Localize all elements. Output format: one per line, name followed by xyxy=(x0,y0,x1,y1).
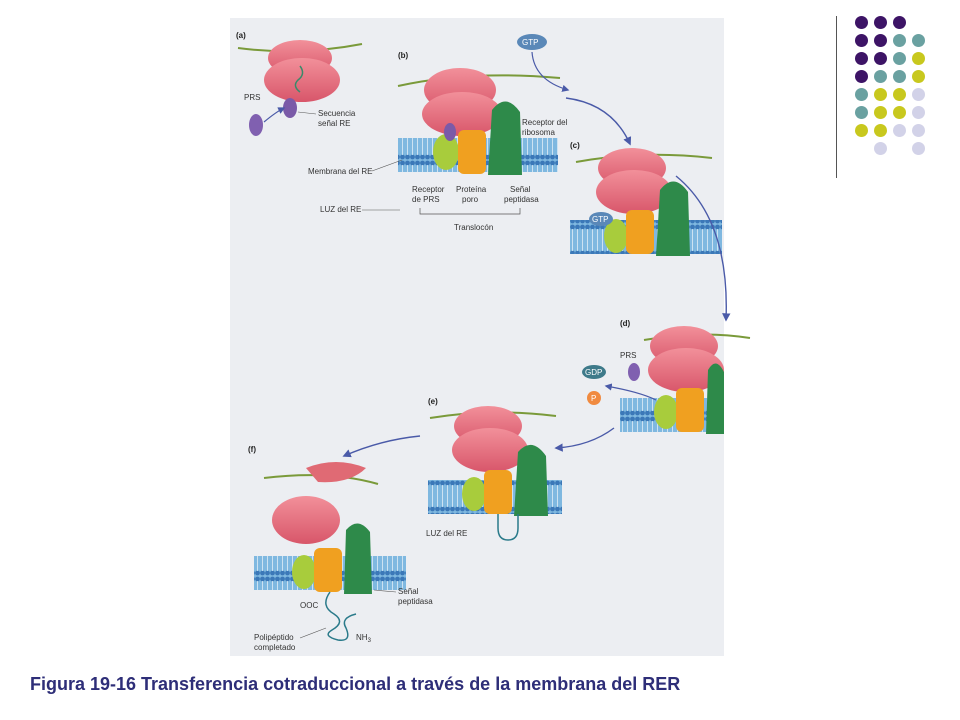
prs-receptor-b xyxy=(433,134,459,170)
label-ribosome-receptor-2: ribosoma xyxy=(522,128,555,137)
signal-sequence-shape xyxy=(283,98,297,118)
panel-label-b: (b) xyxy=(398,51,409,60)
label-ooc: OOC xyxy=(300,601,318,610)
decor-dot xyxy=(874,70,887,83)
decor-dot xyxy=(912,106,925,119)
figure-caption: Figura 19-16 Transferencia cotraducciona… xyxy=(30,674,681,694)
completed-polypeptide xyxy=(325,591,357,641)
label-ribosome-receptor-1: Receptor del xyxy=(522,118,568,127)
decor-dot xyxy=(874,106,887,119)
decor-dot xyxy=(855,106,868,119)
label-signal-f-1: Señal xyxy=(398,587,419,596)
label-signal-seq-1: Secuencia xyxy=(318,109,356,118)
small-subunit-f xyxy=(272,496,340,544)
decor-dot xyxy=(855,124,868,137)
label-pore-1: Proteína xyxy=(456,185,487,194)
label-prs-d: PRS xyxy=(620,351,636,360)
label-polypeptide-2: completado xyxy=(254,643,296,652)
polypeptide-loop-e xyxy=(497,514,519,541)
phosphate-bubble xyxy=(587,391,601,405)
label-gtp-c: GTP xyxy=(592,215,608,224)
decor-dot xyxy=(912,34,925,47)
label-pore-2: poro xyxy=(462,195,479,204)
decor-dot xyxy=(855,16,868,29)
nascent-chain xyxy=(294,65,304,93)
decor-dot xyxy=(912,70,925,83)
label-p: P xyxy=(591,394,596,403)
label-prs-receptor-1: Receptor xyxy=(412,185,445,194)
panel-label-c: (c) xyxy=(570,141,580,150)
decor-dot xyxy=(893,88,906,101)
label-prs-receptor-2: de PRS xyxy=(412,195,440,204)
decor-dot xyxy=(855,34,868,47)
label-polypeptide-1: Polipéptido xyxy=(254,633,294,642)
label-gtp-top: GTP xyxy=(522,38,538,47)
decor-dot xyxy=(893,106,906,119)
decor-dot xyxy=(893,52,906,65)
decor-dot xyxy=(893,124,906,137)
decor-dot xyxy=(874,88,887,101)
label-signal-peptidase-2: peptidasa xyxy=(504,195,539,204)
decor-dot xyxy=(893,34,906,47)
panel-label-e: (e) xyxy=(428,397,438,406)
decor-dot xyxy=(912,142,925,155)
large-subunit-released xyxy=(306,462,366,483)
decor-dot xyxy=(874,124,887,137)
decor-dot xyxy=(912,124,925,137)
label-nh3: NH3 xyxy=(356,633,372,644)
label-translocon: Translocón xyxy=(454,223,493,232)
decor-dot xyxy=(855,52,868,65)
label-er-membrane: Membrana del RE xyxy=(308,167,372,176)
decor-dot xyxy=(874,34,887,47)
label-signal-seq-2: señal RE xyxy=(318,119,350,128)
decor-dot xyxy=(855,70,868,83)
pore-protein-b xyxy=(458,130,486,174)
label-signal-peptidase-1: Señal xyxy=(510,185,531,194)
decor-dot xyxy=(893,16,906,29)
decor-dot xyxy=(912,52,925,65)
decor-dot xyxy=(855,88,868,101)
label-er-lumen: LUZ del RE xyxy=(320,205,361,214)
panel-label-a: (a) xyxy=(236,31,246,40)
panel-label-d: (d) xyxy=(620,319,631,328)
decor-dot xyxy=(893,70,906,83)
decor-dot xyxy=(874,52,887,65)
decor-divider-line xyxy=(836,16,837,178)
decor-dot xyxy=(874,16,887,29)
label-signal-f-2: peptidasa xyxy=(398,597,433,606)
decor-dot xyxy=(912,88,925,101)
gdp-bubble xyxy=(582,365,606,379)
ribosome-receptor-b xyxy=(488,101,522,175)
panel-label-f: (f) xyxy=(248,445,256,454)
label-er-lumen-e: LUZ del RE xyxy=(426,529,467,538)
decor-dot xyxy=(874,142,887,155)
ribosome-small-subunit xyxy=(264,58,340,102)
label-gdp: GDP xyxy=(585,368,602,377)
prs-particle xyxy=(249,114,263,136)
gtp-bubble xyxy=(517,34,547,50)
label-prs: PRS xyxy=(244,93,260,102)
